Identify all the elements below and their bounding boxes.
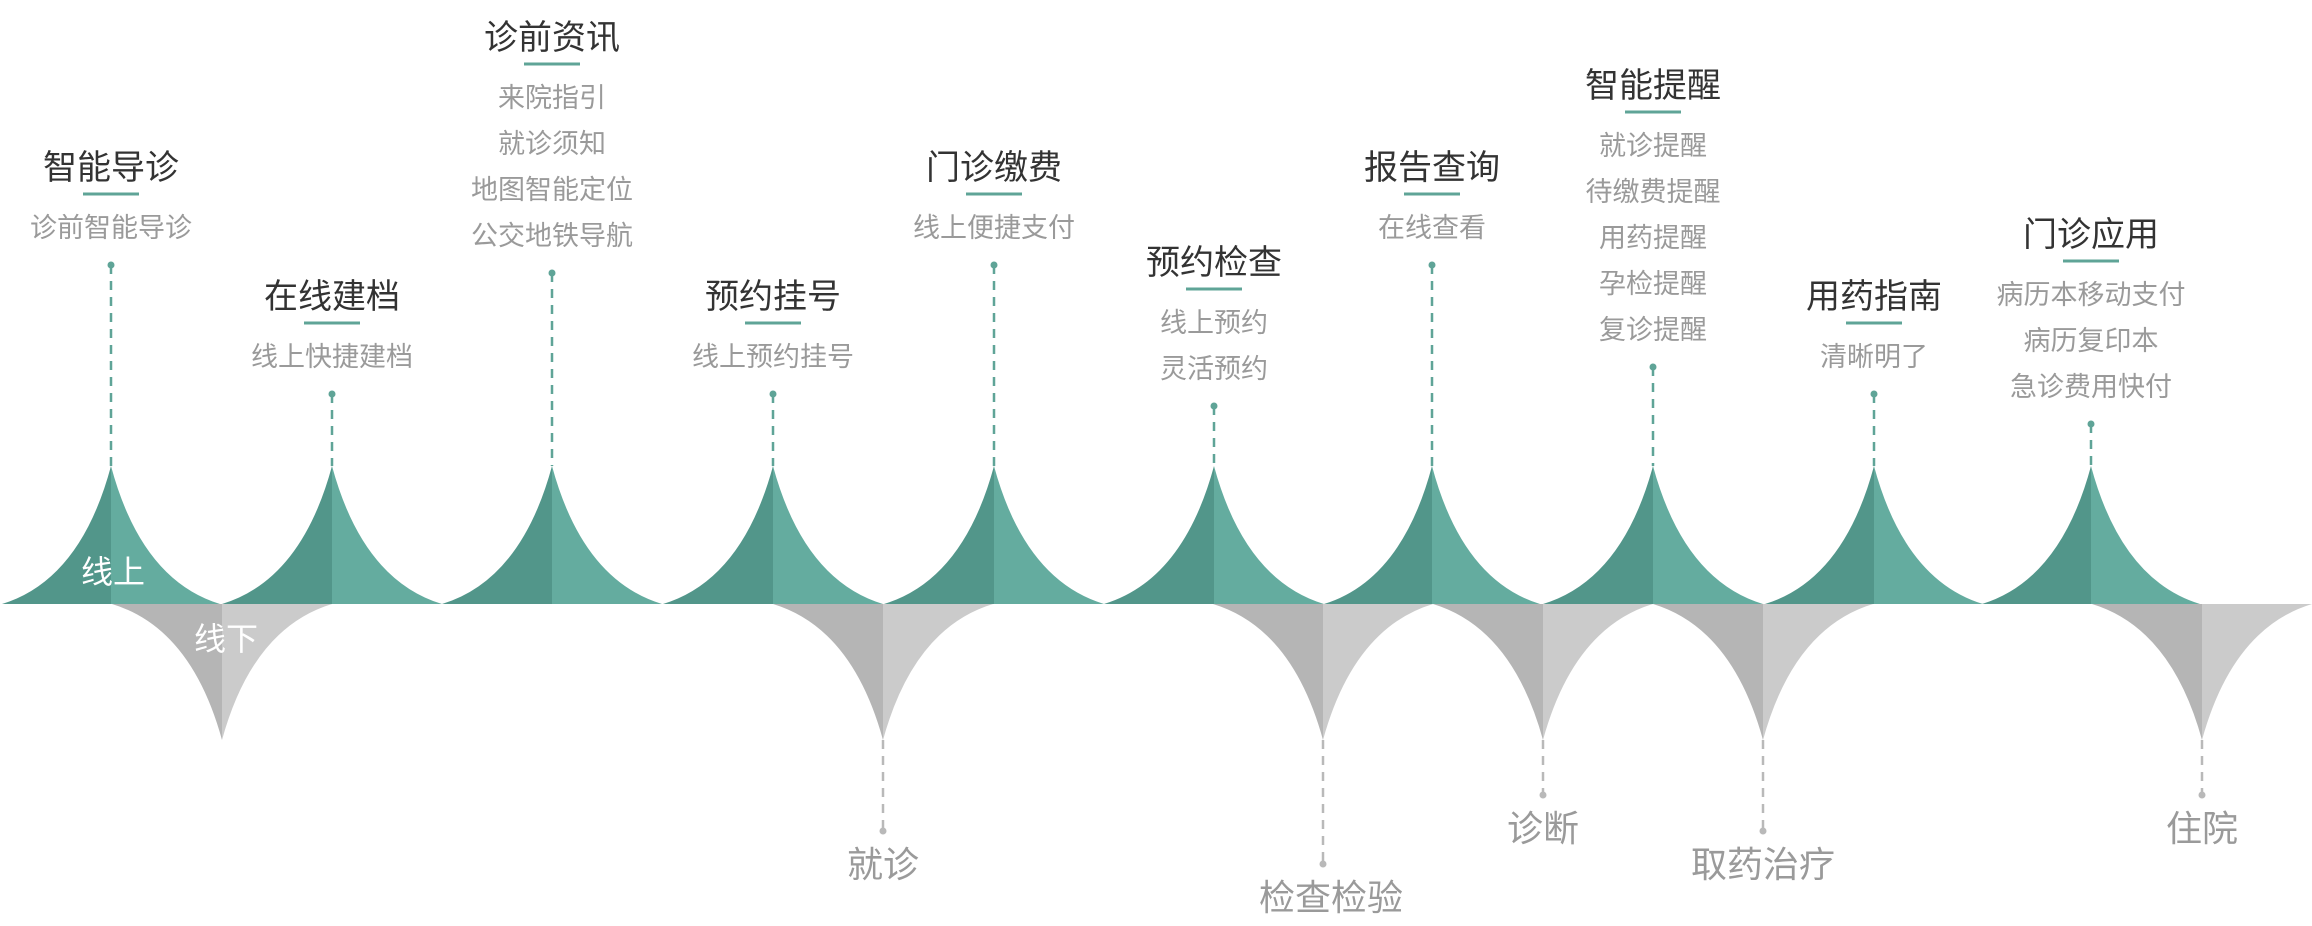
service-item: 灵活预约 [1160, 354, 1268, 385]
offline-wave-left-half [112, 604, 222, 740]
offline-wave-right-half [1763, 604, 1873, 740]
online-wave-left-half [1982, 466, 2091, 604]
online-wave-right-half [1874, 466, 1983, 604]
offline-wave-left-half [1433, 604, 1543, 740]
online-wave-left-half [884, 466, 994, 604]
offline-wave-right-half [222, 604, 332, 740]
online-wave-right-half [994, 466, 1104, 604]
online-wave-left-half [1543, 466, 1653, 604]
service-item: 急诊费用快付 [2010, 372, 2172, 403]
online-wave-left-half [1324, 466, 1432, 604]
service-title: 用药指南 [1806, 277, 1942, 317]
offline-connector-dot [879, 827, 887, 835]
service-title: 报告查询 [1364, 148, 1500, 188]
service-item: 清晰明了 [1820, 342, 1928, 373]
offline-track-label: 线下 [194, 620, 258, 658]
online-wave-left-half [1765, 466, 1874, 604]
service-item: 在线查看 [1378, 213, 1486, 244]
online-wave-left-half [2, 466, 111, 604]
offline-wave-right-half [883, 604, 993, 740]
offline-step-label: 检查检验 [1259, 878, 1403, 919]
service-item: 来院指引 [498, 83, 606, 114]
online-wave-right-half [111, 466, 220, 604]
online-wave-left-half [442, 466, 552, 604]
service-item: 复诊提醒 [1599, 315, 1707, 346]
service-item: 线上预约挂号 [692, 342, 854, 373]
service-item: 线上快捷建档 [251, 342, 413, 373]
service-item: 线上便捷支付 [913, 213, 1075, 244]
service-item: 地图智能定位 [471, 175, 633, 206]
service-title: 预约检查 [1146, 243, 1282, 283]
online-wave-right-half [2091, 466, 2200, 604]
offline-connector-dot [2198, 791, 2206, 799]
offline-connector-dot [1539, 791, 1547, 799]
service-item: 病历本移动支付 [1997, 280, 2186, 311]
online-wave-left-half [1104, 466, 1214, 604]
service-item: 就诊提醒 [1599, 131, 1707, 162]
online-wave-right-half [332, 466, 442, 604]
online-wave-left-half [222, 466, 332, 604]
service-title: 智能导诊 [43, 148, 179, 188]
offline-step-label: 取药治疗 [1691, 845, 1835, 886]
offline-connector-dot [1759, 827, 1767, 835]
offline-wave-left-half [1653, 604, 1763, 740]
offline-wave-right-half [1323, 604, 1433, 740]
service-title: 智能提醒 [1585, 66, 1721, 106]
offline-wave-right-half [1543, 604, 1653, 740]
online-service-callouts: 智能导诊诊前智能导诊在线建档线上快捷建档诊前资讯来院指引就诊须知地图智能定位公交… [30, 18, 2186, 403]
service-item: 待缴费提醒 [1586, 177, 1721, 208]
online-track-label: 线上 [81, 553, 145, 591]
offline-step-label: 诊断 [1507, 809, 1579, 850]
service-title: 在线建档 [264, 277, 400, 317]
service-item: 病历复印本 [2024, 326, 2159, 357]
online-wave-right-half [773, 466, 883, 604]
service-title: 门诊应用 [2023, 215, 2159, 255]
offline-connector-dot [1319, 860, 1327, 868]
offline-wave-left-half [2092, 604, 2202, 740]
connector-lines [107, 261, 2095, 466]
offline-step-label: 就诊 [847, 845, 919, 886]
service-title: 诊前资讯 [484, 18, 620, 58]
online-wave-left-half [663, 466, 773, 604]
offline-wave-left-half [1213, 604, 1323, 740]
offline-step-label: 住院 [2166, 809, 2238, 850]
service-item: 孕检提醒 [1599, 269, 1707, 300]
service-item: 用药提醒 [1599, 223, 1707, 254]
online-track [2, 466, 2200, 604]
offline-wave-right-half [2202, 604, 2312, 740]
service-title: 门诊缴费 [926, 148, 1062, 188]
offline-track [112, 604, 2312, 740]
service-item: 诊前智能导诊 [30, 213, 192, 244]
online-wave-right-half [1653, 466, 1763, 604]
online-wave-right-half [1432, 466, 1540, 604]
service-title: 预约挂号 [705, 277, 841, 317]
service-item: 公交地铁导航 [471, 221, 633, 252]
online-wave-right-half [552, 466, 662, 604]
online-wave-right-half [1214, 466, 1324, 604]
service-item: 就诊须知 [498, 129, 606, 160]
service-item: 线上预约 [1160, 308, 1268, 339]
offline-wave-left-half [773, 604, 883, 740]
